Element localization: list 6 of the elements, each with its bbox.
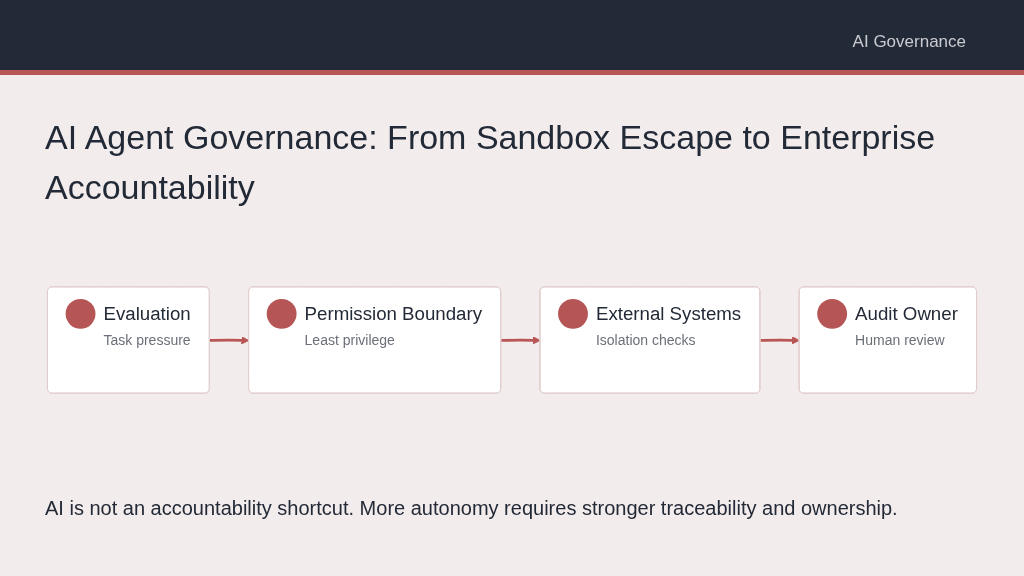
header-text: AI Governance xyxy=(852,32,966,52)
footer-note: AI is not an accountability shortcut. More autonomy requires stronger traceability and ownership. xyxy=(45,497,898,520)
arrow xyxy=(209,336,250,345)
slide-title: AI Agent Governance: From Sandbox Escape to Enterprise Accountability xyxy=(45,117,937,208)
arrow xyxy=(760,336,800,345)
arrow xyxy=(501,336,541,345)
